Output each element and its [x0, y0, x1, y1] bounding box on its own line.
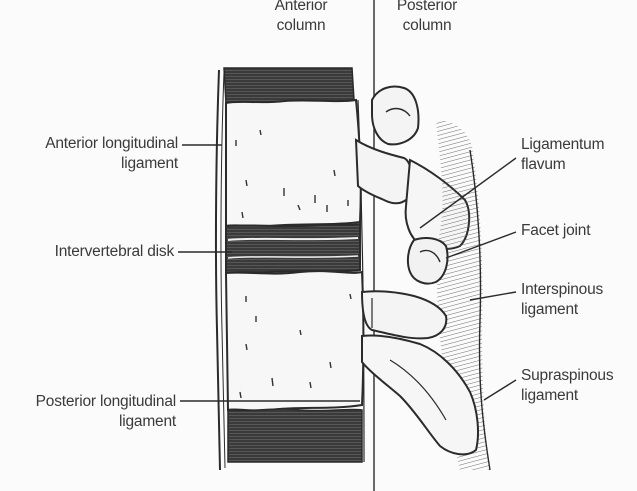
ligamentum-flavum-label: Ligamentum flavum [521, 135, 604, 175]
posterior-column-label: Posterior column [382, 0, 472, 36]
anterior-column-label: Anterior column [256, 0, 346, 36]
anterior-column-line2: column [256, 16, 346, 36]
lower-vertebral-body [226, 271, 364, 410]
anterior-longitudinal-ligament-label: Anterior longitudinal ligament [6, 134, 178, 174]
posterior-longitudinal-line1: Posterior longitudinal [4, 392, 176, 412]
facet-joint-line1: Facet joint [521, 221, 590, 241]
upper-articular-process [372, 87, 418, 145]
intervertebral-disk-label: Intervertebral disk [6, 242, 174, 262]
posterior-longitudinal-ligament-label: Posterior longitudinal ligament [4, 392, 176, 432]
posterior-column-line1: Posterior [382, 0, 472, 16]
anterior-column-line1: Anterior [256, 0, 346, 16]
ligamentum-flavum-line2: flavum [521, 155, 604, 175]
interspinous-line1: Interspinous [521, 280, 603, 300]
upper-vertebral-body [226, 100, 361, 226]
intervertebral-disk-shape [226, 224, 360, 273]
supraspinous-line2: ligament [521, 386, 613, 406]
anterior-longitudinal-line1: Anterior longitudinal [6, 134, 178, 154]
ligamentum-flavum-line1: Ligamentum [521, 135, 604, 155]
facet-joint-label: Facet joint [521, 221, 590, 241]
anterior-longitudinal-line2: ligament [6, 154, 178, 174]
upper-pedicle [356, 140, 412, 203]
posterior-column-line2: column [382, 16, 472, 36]
leader-supraspinous [484, 380, 516, 400]
facet-joint-shape [408, 238, 448, 284]
interspinous-line2: ligament [521, 300, 603, 320]
lower-pedicle [362, 291, 446, 338]
lower-endplate [228, 409, 362, 462]
anterior-longitudinal-ligament [216, 70, 220, 470]
interspinous-ligament-label: Interspinous ligament [521, 280, 603, 320]
upper-endplate [224, 68, 354, 103]
supraspinous-line1: Supraspinous [521, 366, 613, 386]
intervertebral-disk-line1: Intervertebral disk [6, 242, 174, 262]
supraspinous-ligament-label: Supraspinous ligament [521, 366, 613, 406]
posterior-longitudinal-line2: ligament [4, 412, 176, 432]
